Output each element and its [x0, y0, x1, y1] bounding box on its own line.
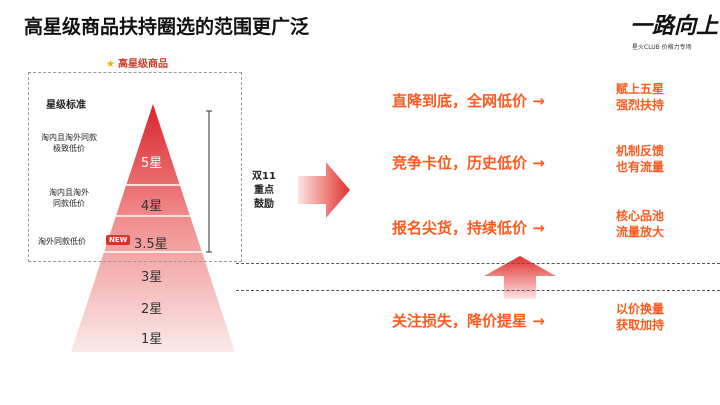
logo-text: 一路向上: [630, 14, 719, 39]
pyramid-shape: [71, 104, 235, 352]
strategy-row-2: 竞争卡位，历史低价 →: [392, 154, 545, 172]
dashed-divider: [236, 290, 720, 291]
level-2-star: 2星: [141, 302, 163, 317]
benefit-row-4: 以价换量 获取加持: [615, 302, 664, 332]
strategy-row-3: 报名尖货，持续低价 →: [392, 219, 545, 237]
level-3-5-star: 3.5星: [134, 237, 168, 252]
new-badge: NEW: [106, 235, 131, 245]
star-icon: ★: [106, 59, 115, 70]
brand-logo: 一路向上 星火CLUB 价格力专场: [630, 8, 718, 60]
high-star-range-box: [28, 72, 242, 262]
level-1-star: 1星: [141, 332, 163, 347]
benefit-row-3: 核心品池 流量放大: [615, 209, 664, 239]
benefit-row-1: 赋上五星 强烈扶持: [615, 82, 664, 112]
up-arrow-shape: [484, 256, 556, 299]
level-3-star: 3星: [141, 270, 163, 285]
high-star-label: ★高星级商品: [106, 55, 168, 70]
standard-label: 星级标准: [46, 100, 86, 111]
double11-label: 双11 重点 鼓励: [252, 171, 276, 210]
strategy-row-1: 直降到底，全网低价 →: [392, 92, 545, 110]
level-4-star: 4星: [141, 199, 163, 214]
dashed-divider: [236, 263, 720, 264]
right-arrow-icon: [298, 162, 350, 218]
logo-subtitle: 星火CLUB 价格力专场: [632, 44, 692, 51]
criteria-5-star: 淘内且淘外同款 极致低价: [41, 133, 97, 153]
page-title: 高星级商品扶持圈选的范围更广泛: [24, 16, 310, 38]
strategy-row-4: 关注损失，降价提星 →: [392, 312, 545, 330]
benefit-row-2: 机制反馈 也有流量: [615, 144, 664, 174]
criteria-4-star: 淘内且淘外 同款低价: [49, 188, 89, 208]
criteria-3-5-star: 淘外同款低价: [38, 237, 86, 246]
high-star-text: 高星级商品: [117, 59, 168, 70]
level-5-star: 5星: [141, 156, 163, 171]
